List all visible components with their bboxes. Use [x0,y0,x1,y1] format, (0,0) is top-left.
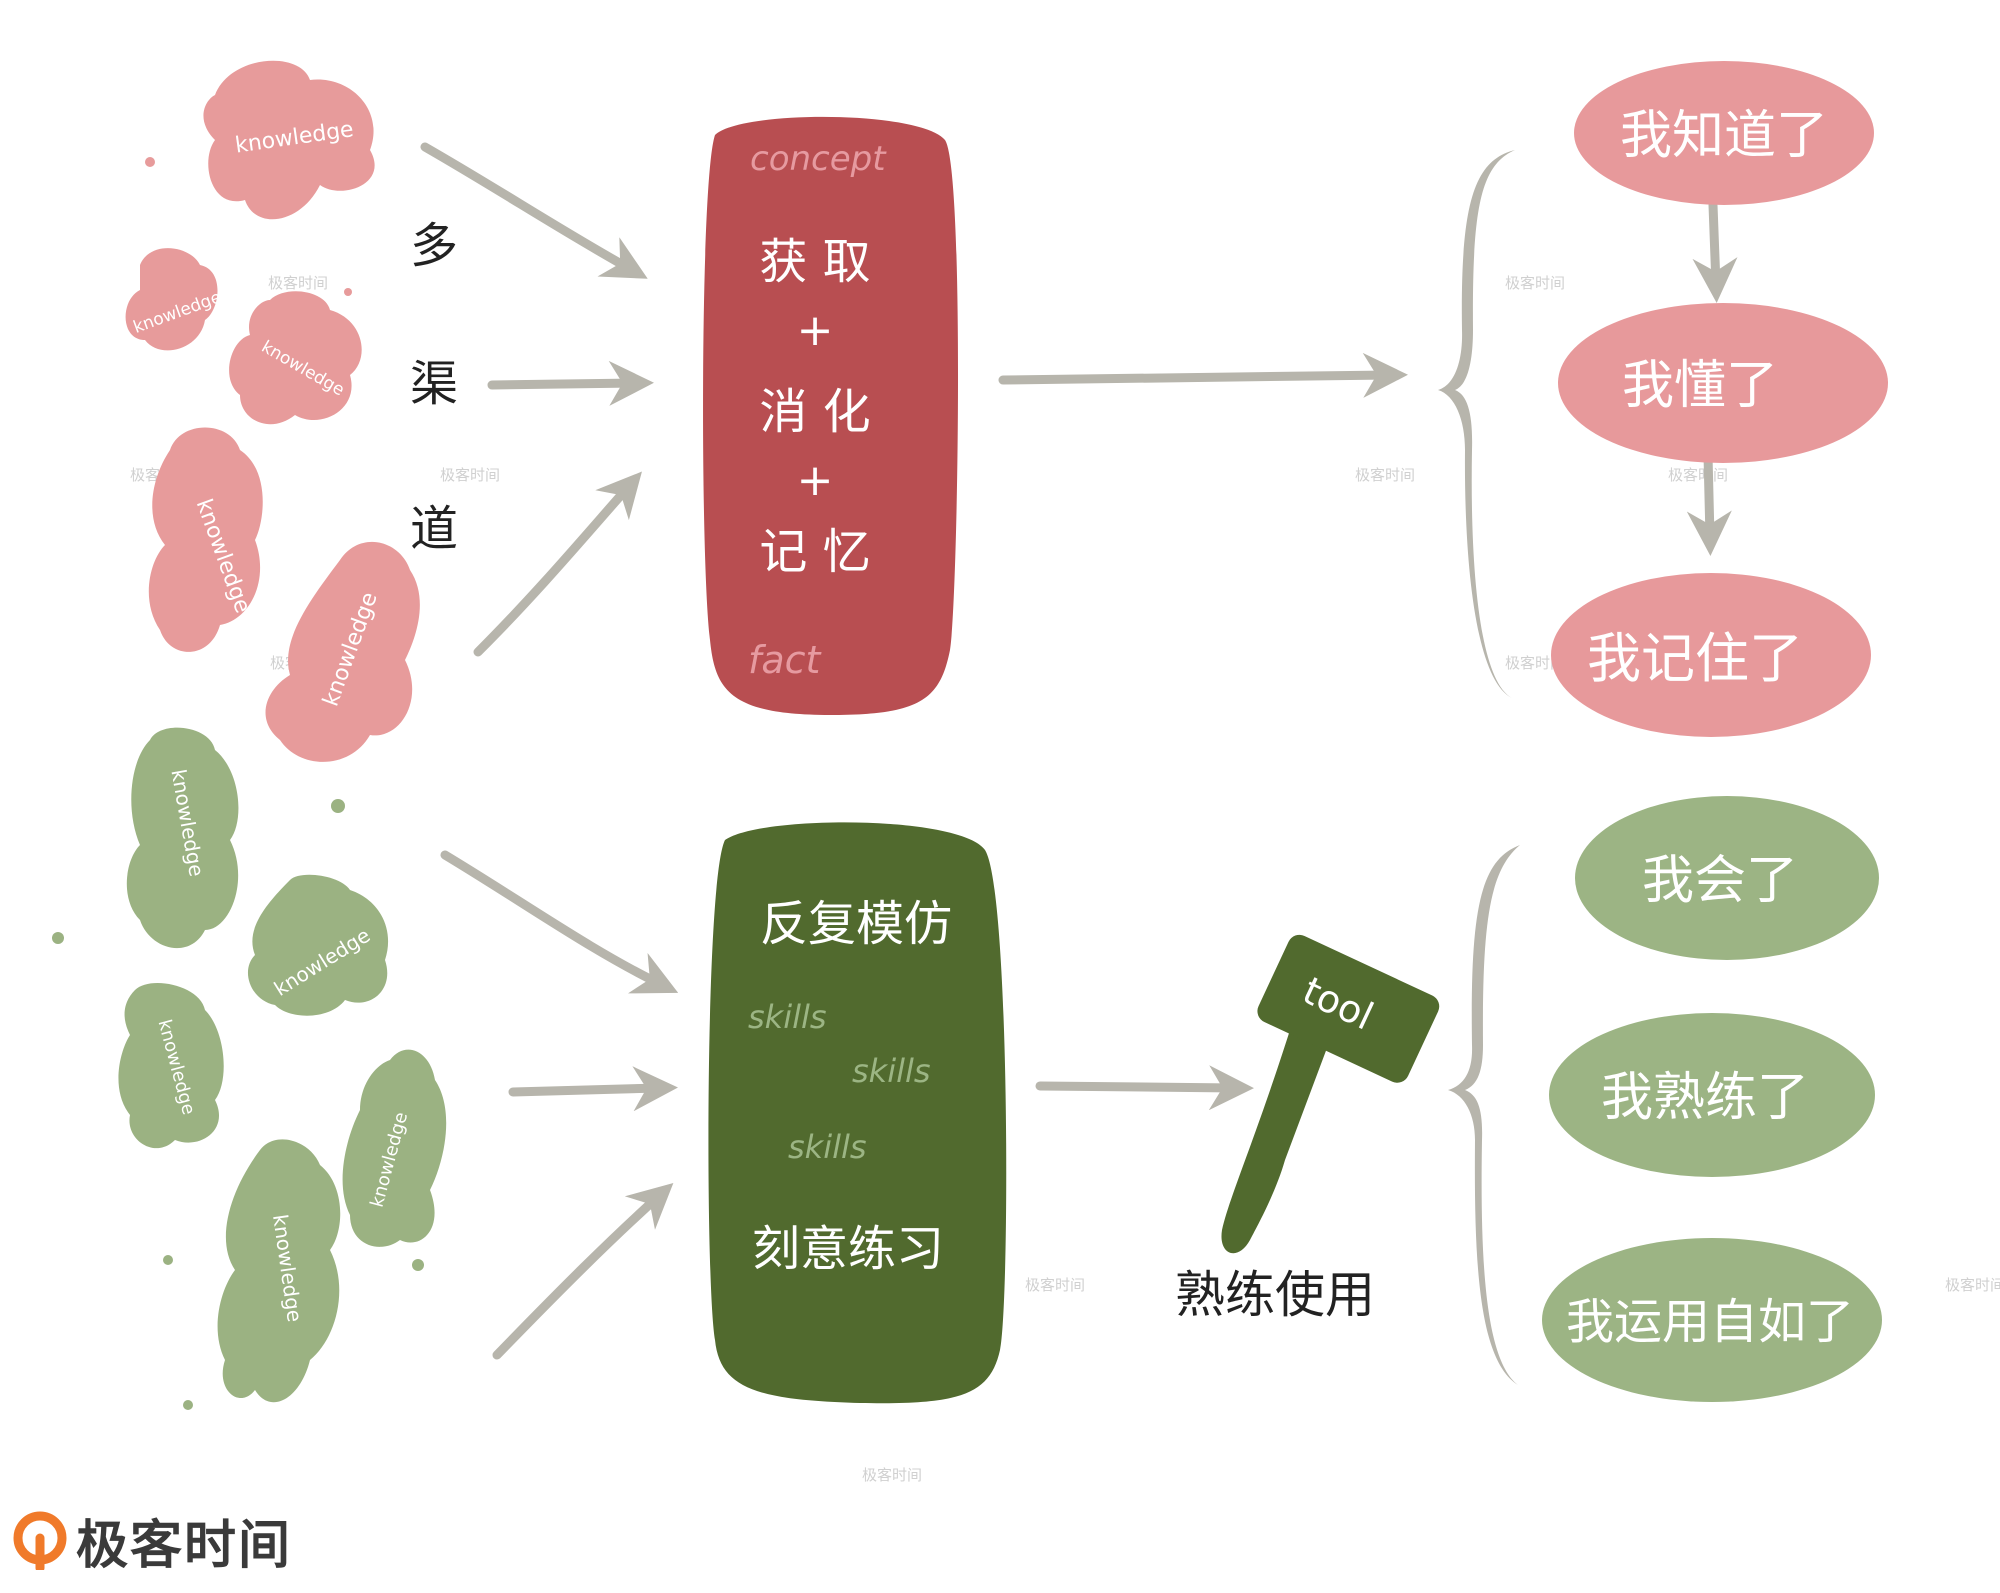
knowledge-cloud: knowledge [118,982,224,1149]
stage-pill: 我懂了 [1558,303,1888,463]
arrow [998,352,1408,398]
dot [183,1400,193,1410]
process-line: 记 忆 [759,524,870,580]
dot [145,157,155,167]
stage-pill: 我会了 [1575,796,1879,960]
dot [52,932,64,944]
knowledge-cloud: knowledge [265,541,420,762]
process-plus: + [797,455,834,506]
skill-stages: 我会了 我熟练了 我运用自如了 [1542,796,1882,1402]
knowledge-cloud: knowledge [229,291,362,425]
dot [331,799,345,813]
pink-cloud-group: knowledge knowledge knowledge knowledge … [125,60,420,762]
stage-label: 我会了 [1642,851,1798,911]
skills-word: skills [788,1128,867,1166]
stage-label: 我知道了 [1620,106,1828,166]
tool-hammer-icon: tool [1221,934,1440,1254]
arrows [420,142,1738,1360]
skills-word: skills [748,998,827,1036]
fact-label: fact [748,638,823,682]
arrow [1686,450,1732,556]
watermark-text: 极客时间 [1505,654,1565,672]
skills-word: skills [852,1052,931,1090]
dot [412,1259,424,1271]
channels-char: 多 [410,218,458,274]
green-cloud-group: knowledge knowledge knowledge knowledge … [52,727,447,1410]
knowledge-cloud: knowledge [203,60,375,220]
arrow [508,1066,678,1112]
skill-brace [1448,845,1520,1385]
process-line: 消 化 [759,384,870,440]
dot [344,288,352,296]
channels-label: 多 渠 道 [410,218,458,557]
knowledge-cloud: knowledge [148,427,263,652]
concept-label: concept [750,139,887,179]
arrow [492,1182,674,1360]
dot [163,1255,173,1265]
arrow [1035,1065,1254,1111]
knowledge-cloud: knowledge [342,1049,447,1247]
stage-pill: 我熟练了 [1549,1013,1875,1177]
watermark-text: 极客时间 [1505,274,1565,292]
tool-caption: 熟练使用 [1175,1266,1375,1324]
watermark-text: 极客时间 [862,1466,922,1484]
stage-pill: 我知道了 [1574,61,1874,205]
braces [1438,150,1520,1385]
stage-pill: 我运用自如了 [1542,1238,1882,1402]
watermark-text: 极客时间 [268,274,328,292]
process-plus: + [797,305,834,356]
knowledge-cloud: knowledge [217,1139,341,1403]
practice-line: 刻意练习 [752,1221,944,1277]
brand-logo: 极客时间 [10,1505,293,1576]
knowledge-process-box: concept 获 取 + 消 化 + 记 忆 fact [703,116,959,715]
stage-label: 我熟练了 [1601,1068,1809,1128]
channels-char: 道 [410,501,458,557]
stage-label: 我记住了 [1587,627,1803,690]
brand-name: 极客时间 [76,1515,293,1576]
arrow [420,142,648,279]
arrow [473,471,642,657]
watermark-text: 极客时间 [1355,466,1415,484]
skill-process-box: 反复模仿 skills skills skills 刻意练习 [708,822,1007,1404]
knowledge-cloud: knowledge [247,874,389,1016]
practice-line: 反复模仿 [760,896,952,952]
knowledge-cloud: knowledge [125,248,224,351]
arrow [487,360,654,406]
knowledge-cloud: knowledge [126,727,239,949]
channels-char: 渠 [410,356,458,412]
process-line: 获 取 [759,234,870,290]
watermark-text: 极客时间 [1668,466,1728,484]
arrow [440,850,679,994]
watermark-text: 极客时间 [1025,1276,1085,1294]
stage-pill: 我记住了 [1551,573,1871,737]
brand-logo-icon [13,1511,67,1570]
stage-label: 我运用自如了 [1566,1294,1854,1350]
arrow [1692,200,1738,303]
watermark-text: 极客时间 [1945,1276,2000,1294]
stage-label: 我懂了 [1622,356,1778,416]
watermark-text: 极客时间 [440,466,500,484]
knowledge-stages: 我知道了 我懂了 我记住了 [1551,61,1888,737]
knowledge-brace [1438,150,1515,698]
